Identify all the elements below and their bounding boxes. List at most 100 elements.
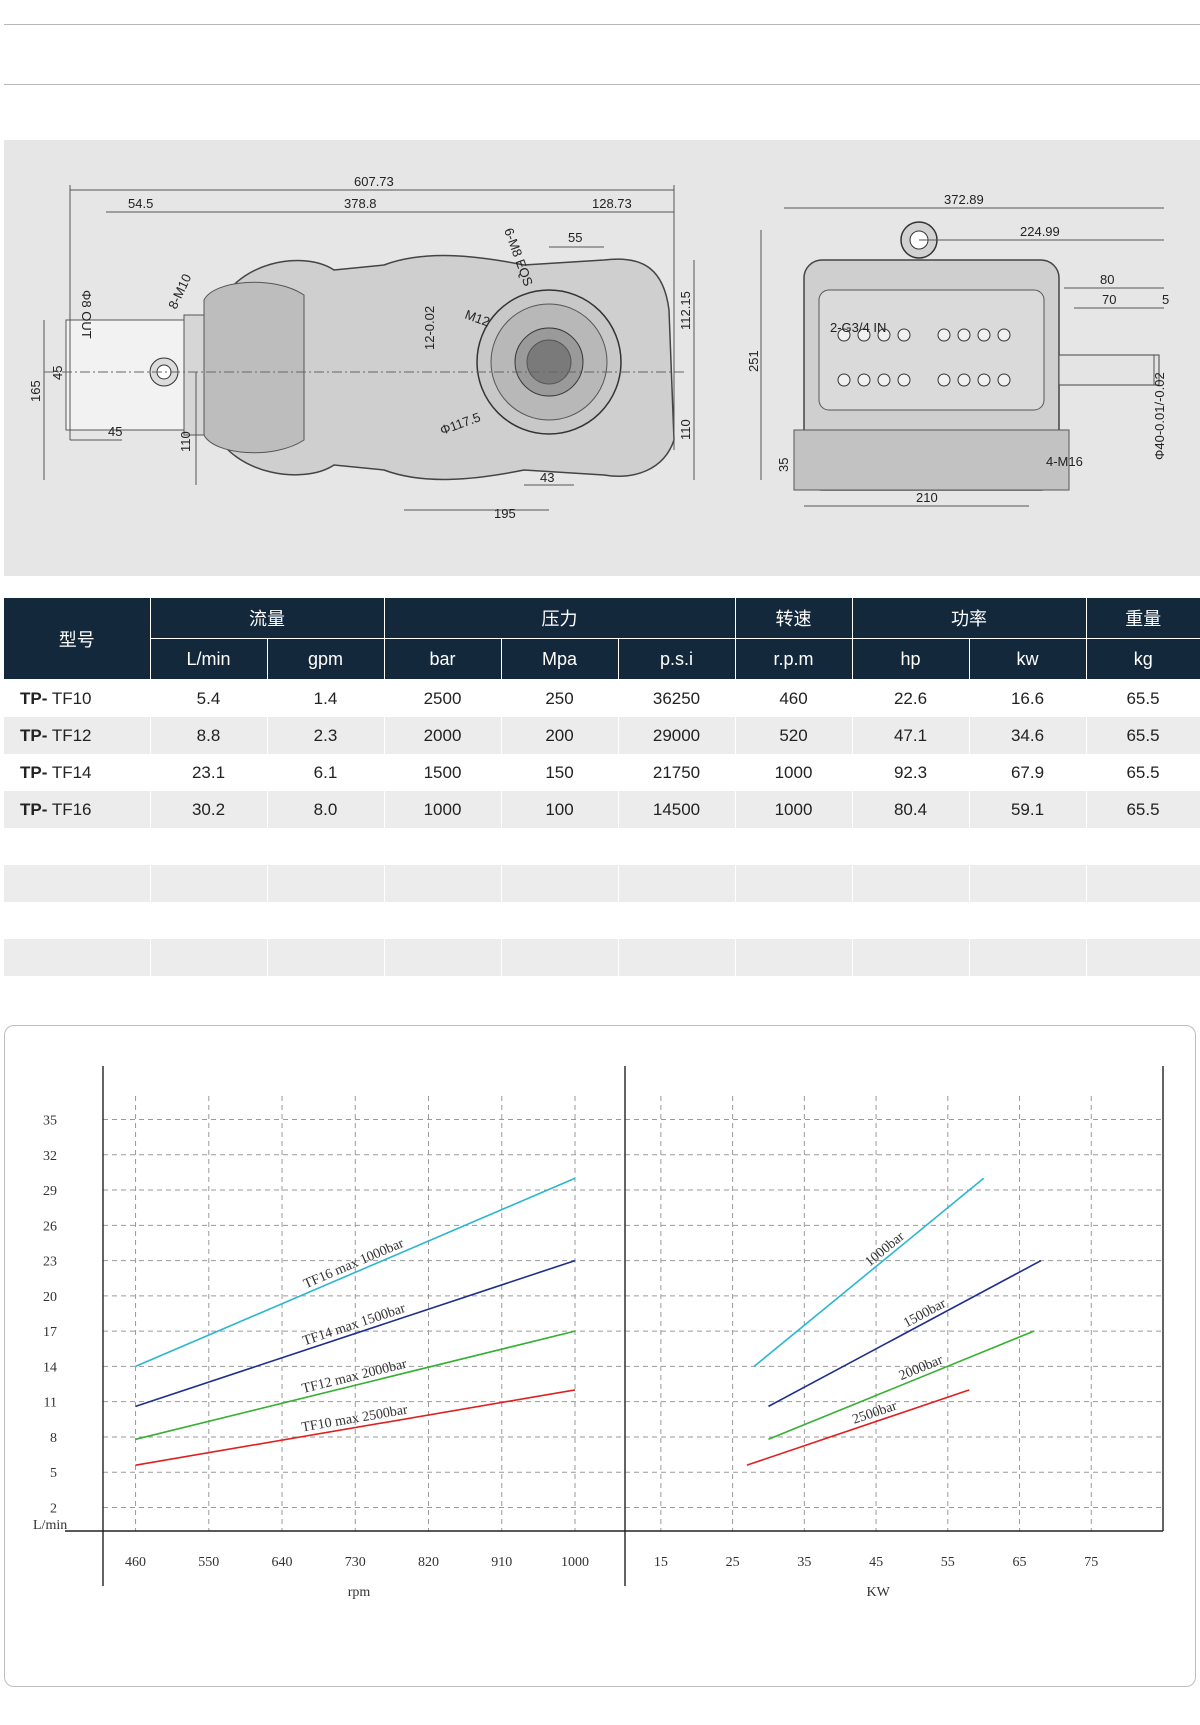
- cell-kg: 65.5: [1086, 791, 1200, 828]
- y-tick-label: 35: [43, 1114, 57, 1129]
- cell-model: TP- TF12: [4, 717, 151, 754]
- cell-bar: 1000: [384, 791, 502, 828]
- dim-45-horizontal: 45: [108, 424, 122, 439]
- x-tick-label: 640: [272, 1555, 293, 1570]
- x-tick-label: 460: [125, 1555, 146, 1570]
- dim-side-70: 70: [1102, 292, 1116, 307]
- x-tick-label: 35: [797, 1555, 811, 1570]
- unit-lmin: L/min: [150, 638, 268, 680]
- unit-bar: bar: [384, 638, 502, 680]
- header-model: 型号: [4, 598, 151, 680]
- series-label: 2000bar: [897, 1353, 945, 1384]
- series-line: [135, 1177, 576, 1368]
- cell-gpm: 2.3: [267, 717, 385, 754]
- y-tick-label: 2: [50, 1501, 57, 1516]
- table-row: TP- TF16 30.2 8.0 1000 100 14500 1000 80…: [4, 791, 1200, 828]
- unit-kg: kg: [1086, 638, 1200, 680]
- cell-gpm: 6.1: [267, 754, 385, 791]
- y-tick-label: 8: [50, 1431, 57, 1446]
- cell-rpm: 460: [735, 679, 853, 717]
- table-row: TP- TF12 8.8 2.3 2000 200 29000 520 47.1…: [4, 717, 1200, 754]
- cell-kg: 65.5: [1086, 717, 1200, 754]
- unit-psi: p.s.i: [618, 638, 736, 680]
- cell-bar: 2000: [384, 717, 502, 754]
- table-row-empty: [4, 865, 1200, 902]
- cell-bar: 2500: [384, 679, 502, 717]
- y-tick-label: 29: [43, 1184, 57, 1199]
- cell-psi: 29000: [618, 717, 736, 754]
- series-line: [746, 1389, 970, 1466]
- x-axis-label: rpm: [348, 1585, 371, 1600]
- table-row-empty: [4, 939, 1200, 976]
- unit-rpm: r.p.m: [735, 638, 853, 680]
- cell-kw: 67.9: [969, 754, 1087, 791]
- cell-mpa: 200: [501, 717, 619, 754]
- y-tick-label: 20: [43, 1290, 57, 1305]
- series-line: [135, 1259, 576, 1408]
- header-pressure: 压力: [384, 598, 736, 639]
- dim-110-right: 110: [678, 419, 693, 440]
- y-tick-label: 14: [43, 1360, 57, 1375]
- x-tick-label: 820: [418, 1555, 439, 1570]
- dim-112-15: 112.15: [678, 291, 693, 330]
- dim-side-35: 35: [776, 458, 791, 472]
- cell-kw: 34.6: [969, 717, 1087, 754]
- cell-rpm: 520: [735, 717, 853, 754]
- dim-54-5: 54.5: [128, 196, 153, 211]
- series-line: [135, 1330, 576, 1441]
- dim-side-80: 80: [1100, 272, 1114, 287]
- cell-hp: 92.3: [852, 754, 970, 791]
- cell-lmin: 30.2: [150, 791, 268, 828]
- dim-side-5: 5: [1162, 292, 1169, 307]
- dim-feet-4m16: 4-M16: [1046, 454, 1083, 469]
- cell-kw: 59.1: [969, 791, 1087, 828]
- header-weight: 重量: [1086, 598, 1200, 639]
- cell-rpm: 1000: [735, 754, 853, 791]
- y-tick-label: 23: [43, 1255, 57, 1270]
- cell-hp: 80.4: [852, 791, 970, 828]
- header-power: 功率: [852, 598, 1087, 639]
- dim-overall-length: 607.73: [354, 174, 394, 189]
- header-speed: 转速: [735, 598, 853, 639]
- series-label: 1000bar: [863, 1229, 908, 1270]
- cell-lmin: 8.8: [150, 717, 268, 754]
- table-row: TP- TF14 23.1 6.1 1500 150 21750 1000 92…: [4, 754, 1200, 791]
- dim-378-8: 378.8: [344, 196, 377, 211]
- series-line: [768, 1259, 1042, 1408]
- dim-bolts-8m10: 8-M10: [165, 272, 194, 312]
- dim-side-251: 251: [746, 350, 761, 372]
- y-tick-label: 17: [43, 1325, 57, 1340]
- dim-45-vertical: 45: [50, 366, 65, 380]
- dim-165: 165: [28, 380, 43, 402]
- x-tick-label: 15: [654, 1555, 668, 1570]
- cell-gpm: 8.0: [267, 791, 385, 828]
- cell-mpa: 100: [501, 791, 619, 828]
- x-tick-label: 550: [198, 1555, 219, 1570]
- x-tick-label: 910: [491, 1555, 512, 1570]
- top-rule-2: [4, 84, 1200, 85]
- dim-side-224: 224.99: [1020, 224, 1060, 239]
- dim-110-left: 110: [178, 431, 193, 452]
- cell-lmin: 23.1: [150, 754, 268, 791]
- y-axis-label: L/min: [33, 1518, 67, 1533]
- table-row: TP- TF10 5.4 1.4 2500 250 36250 460 22.6…: [4, 679, 1200, 717]
- dim-55: 55: [568, 230, 582, 245]
- cell-kg: 65.5: [1086, 679, 1200, 717]
- cell-model: TP- TF16: [4, 791, 151, 828]
- series-line: [753, 1177, 985, 1368]
- y-tick-label: 26: [43, 1219, 57, 1234]
- dim-shaft: Φ40-0.01/-0.02: [1152, 372, 1167, 460]
- cell-mpa: 150: [501, 754, 619, 791]
- top-rule-1: [4, 24, 1200, 25]
- x-tick-label: 1000: [561, 1555, 589, 1570]
- series-label: TF14 max 1500bar: [301, 1301, 408, 1349]
- cell-gpm: 1.4: [267, 679, 385, 717]
- dim-128-73: 128.73: [592, 196, 632, 211]
- x-tick-label: 45: [869, 1555, 883, 1570]
- cell-hp: 47.1: [852, 717, 970, 754]
- series-label: TF16 max 1000bar: [302, 1236, 407, 1292]
- dim-side-210: 210: [916, 490, 938, 505]
- x-tick-label: 730: [345, 1555, 366, 1570]
